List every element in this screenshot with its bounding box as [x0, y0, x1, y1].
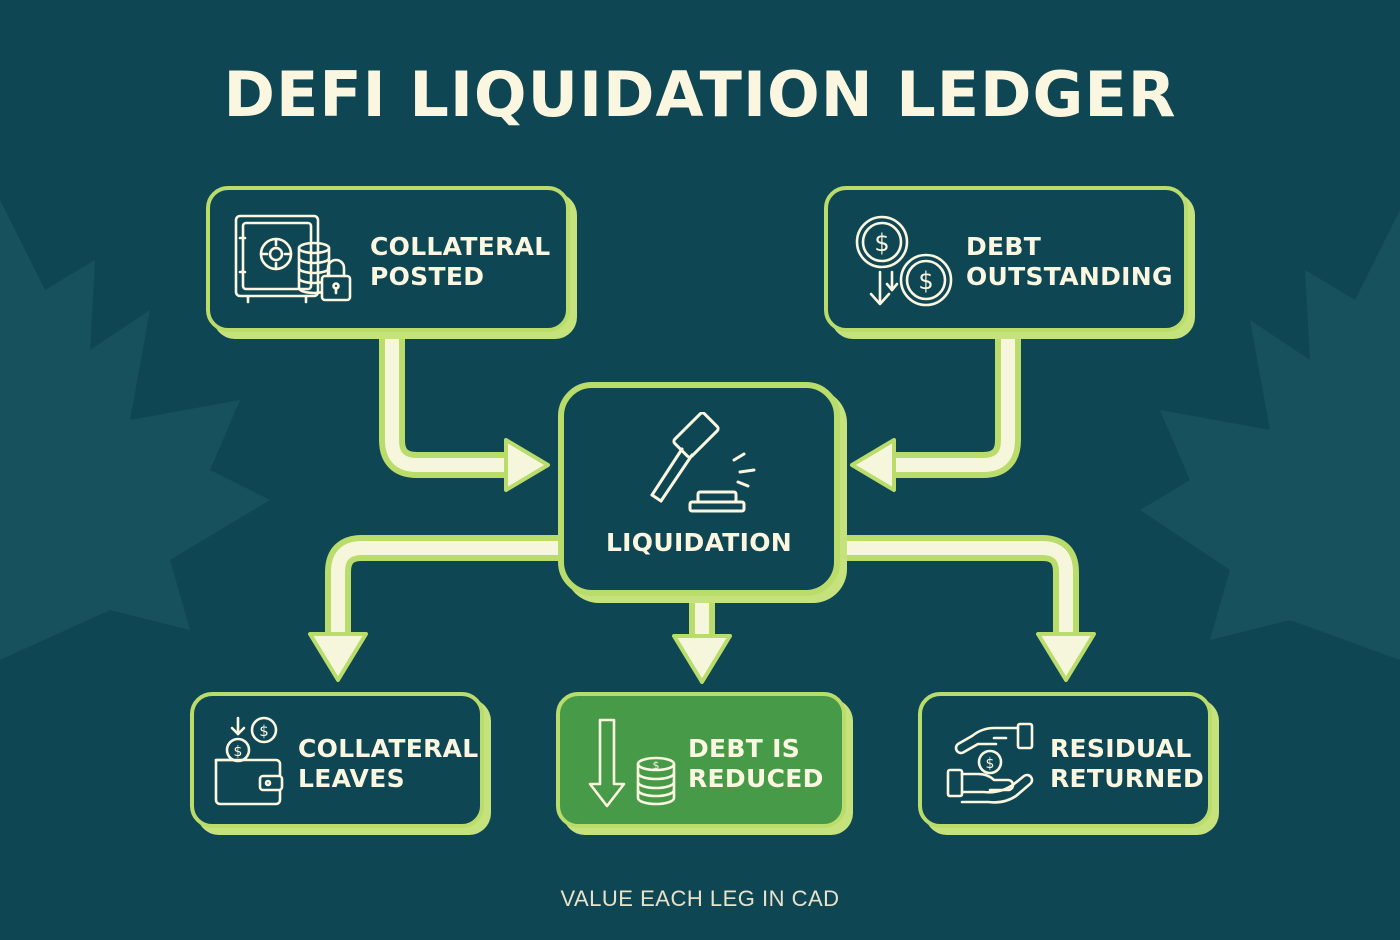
safe-with-coins-and-lock-icon: [234, 214, 352, 304]
arrow-liquidation-to-collateral-leaves: [325, 535, 560, 632]
page-title: DEFI LIQUIDATION LEDGER: [223, 58, 1177, 131]
svg-text:$: $: [874, 229, 889, 257]
node-collateral-leaves: $ $ COLLATERAL LEAVES: [190, 692, 484, 828]
hands-exchanging-coin-icon: $: [946, 722, 1034, 804]
arrow-debt-to-liquidation: [892, 334, 1021, 478]
collateral-leaves-label: COLLATERAL LEAVES: [298, 734, 479, 793]
residual-returned-label: RESIDUAL RETURNED: [1050, 734, 1205, 793]
node-debt-reduced: $ DEBT IS REDUCED: [556, 692, 846, 828]
debt-reduced-label: DEBT IS REDUCED: [688, 734, 824, 793]
svg-text:$: $: [234, 744, 243, 760]
debt-outstanding-label: DEBT OUTSTANDING: [966, 232, 1173, 291]
maple-leaf-left-background: [0, 200, 270, 660]
gavel-icon: [650, 412, 756, 513]
svg-text:$: $: [653, 759, 660, 772]
collateral-posted-label: COLLATERAL POSTED: [370, 232, 551, 291]
arrow-collateral-to-liquidation: [379, 334, 508, 478]
liquidation-label: LIQUIDATION: [605, 528, 793, 557]
svg-text:$: $: [259, 722, 269, 740]
svg-text:$: $: [986, 756, 995, 772]
footer-note: VALUE EACH LEG IN CAD: [560, 886, 840, 911]
node-collateral-posted: COLLATERAL POSTED: [206, 186, 570, 332]
dollar-coins-down-arrow-icon: $ $: [855, 215, 953, 307]
node-debt-outstanding: $ $ DEBT OUTSTANDING: [824, 186, 1188, 332]
node-residual-returned: $ RESIDUAL RETURNED: [918, 692, 1212, 828]
maple-leaf-right-background: [1140, 210, 1400, 660]
wallet-with-coins-icon: $ $: [214, 716, 284, 806]
arrow-liquidation-to-residual: [840, 535, 1079, 632]
svg-text:$: $: [918, 267, 933, 295]
node-liquidation: LIQUIDATION: [558, 382, 840, 596]
down-arrow-coin-stack-icon: $: [588, 718, 676, 808]
